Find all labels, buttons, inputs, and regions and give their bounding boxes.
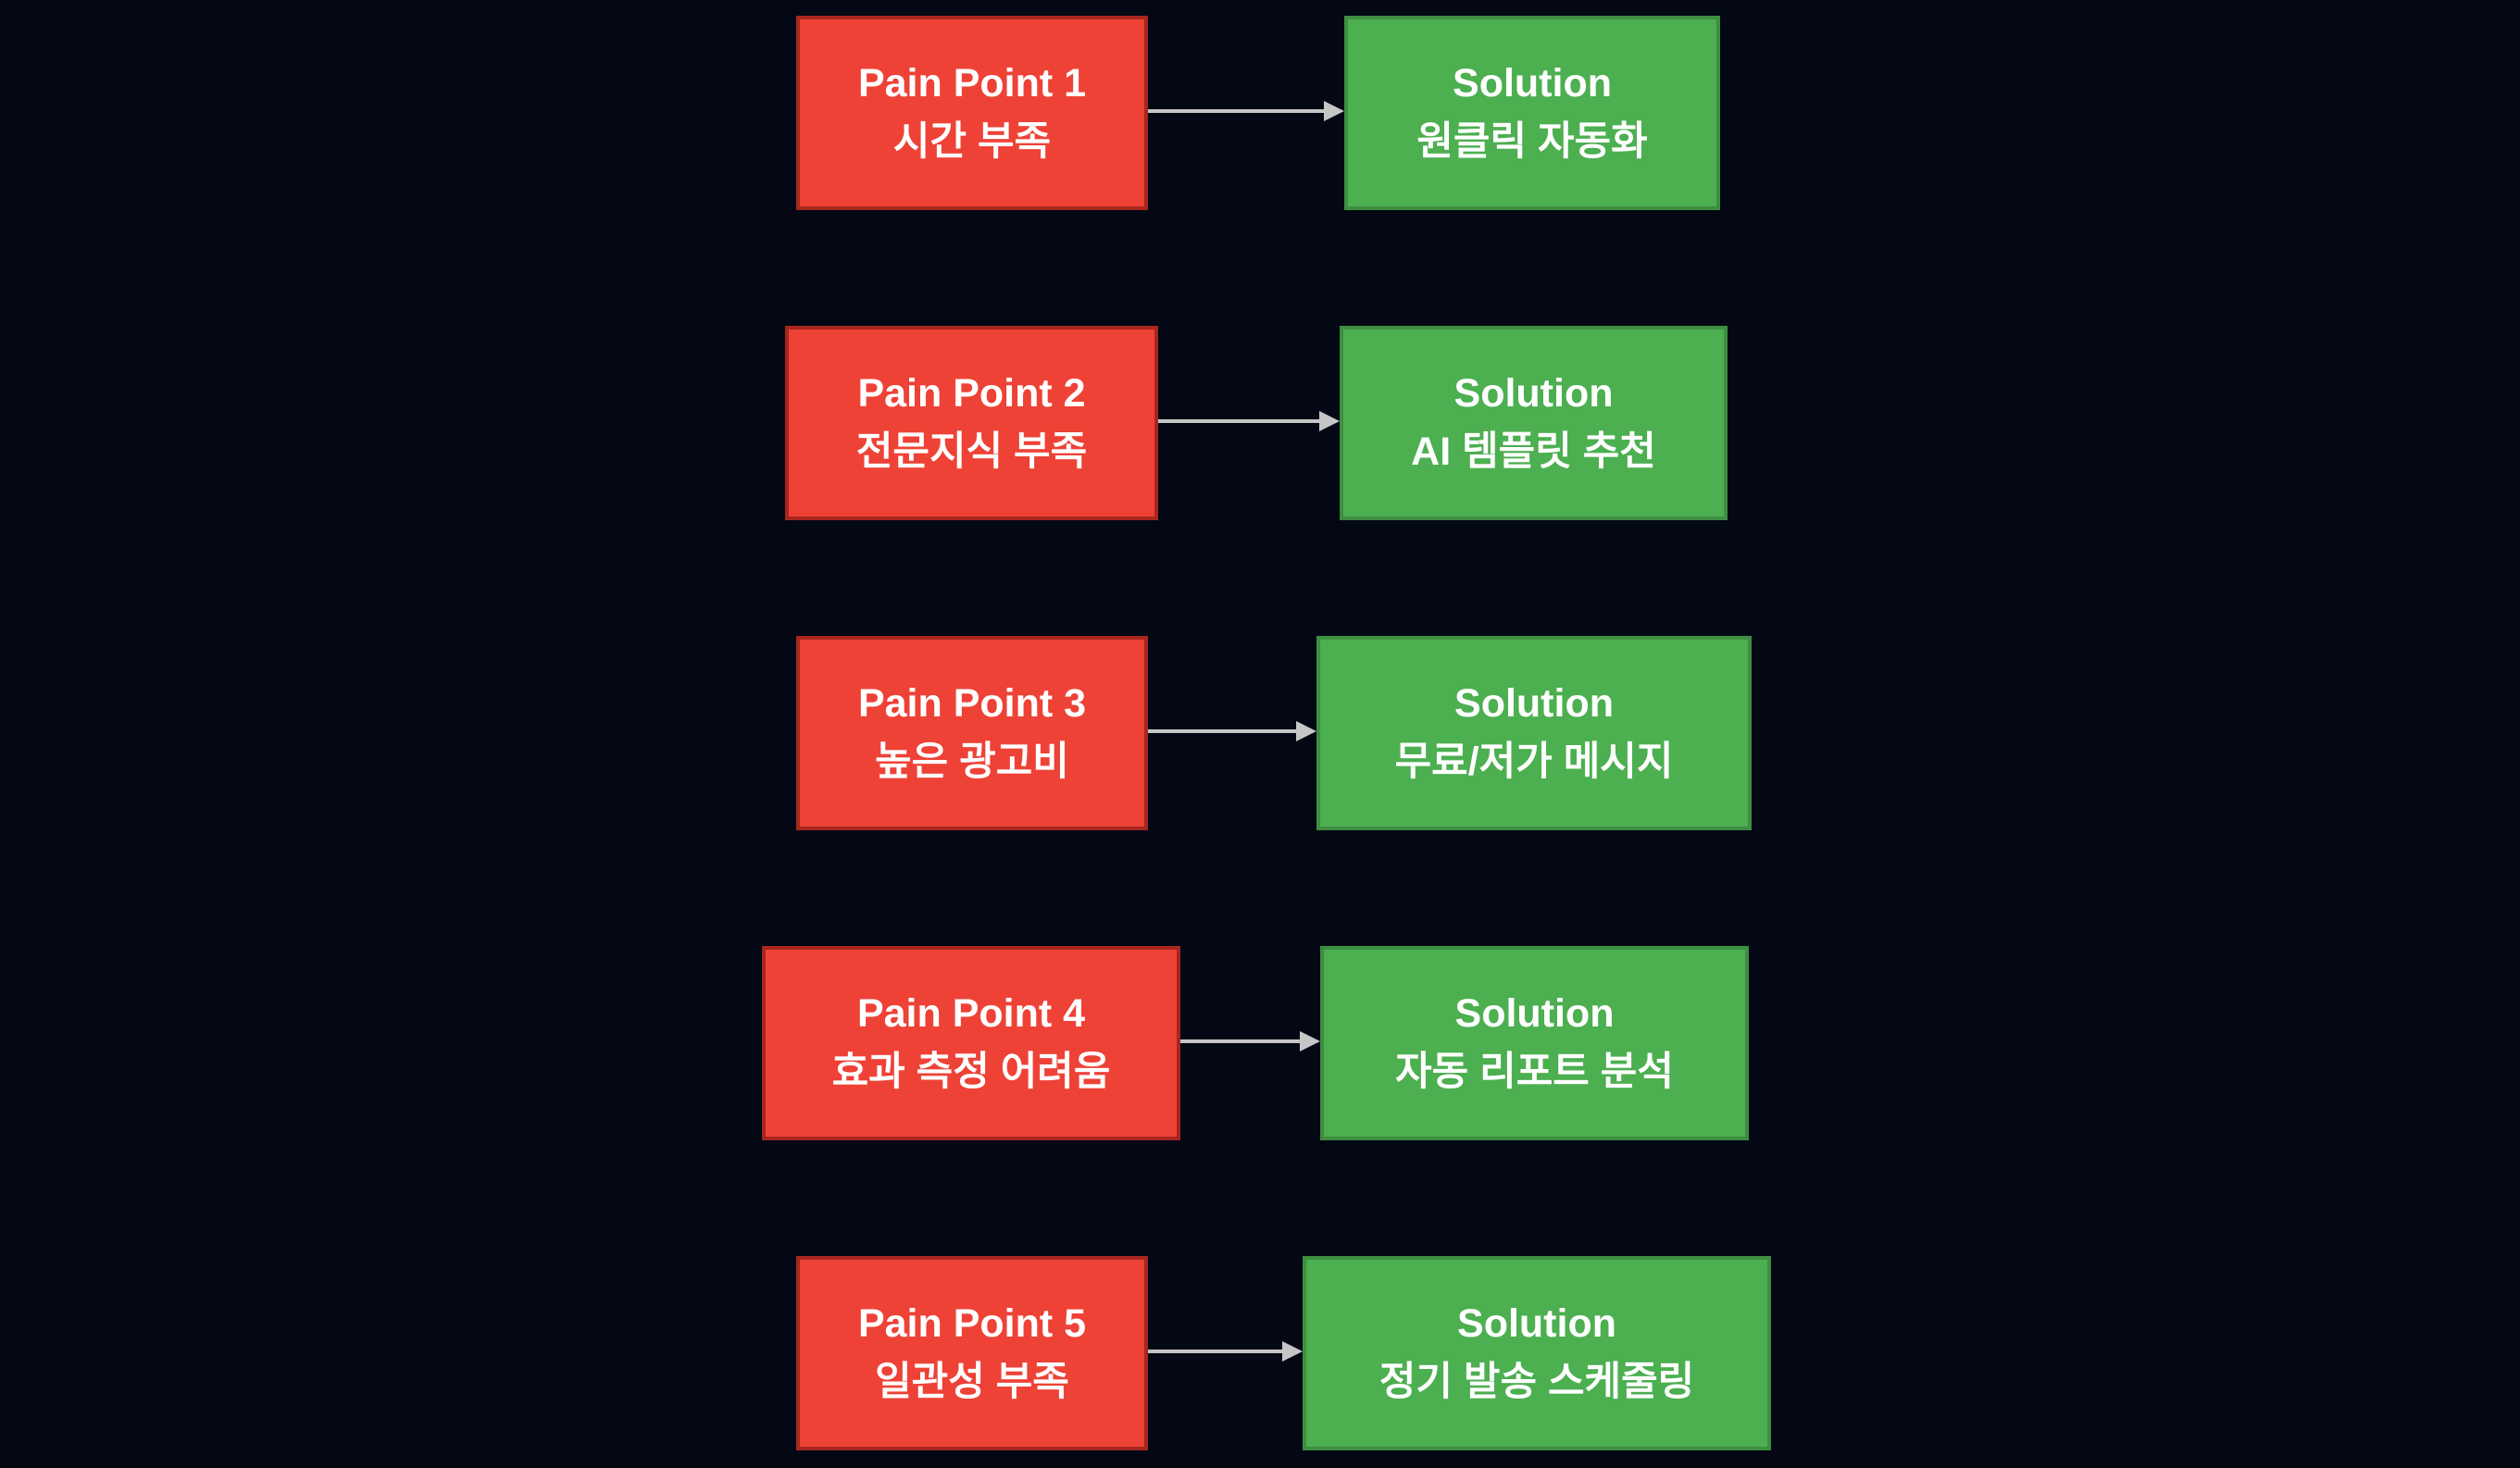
arrowhead-icon xyxy=(1319,411,1340,431)
pain-point-box-2: Pain Point 2 전문지식 부족 xyxy=(785,326,1158,520)
pain-point-subtitle: 효과 측정 어려움 xyxy=(831,1050,1111,1094)
pain-point-title: Pain Point 1 xyxy=(857,61,1087,106)
pain-point-box-5: Pain Point 5 일관성 부족 xyxy=(796,1256,1148,1450)
solution-box-2: Solution AI 템플릿 추천 xyxy=(1340,326,1728,520)
solution-subtitle: 정기 발송 스케줄링 xyxy=(1379,1360,1695,1404)
pain-point-subtitle: 시간 부족 xyxy=(892,119,1052,164)
flow-arrow-3 xyxy=(1148,721,1316,741)
solution-subtitle: 무료/저가 메시지 xyxy=(1394,740,1674,784)
flow-arrow-2 xyxy=(1158,411,1340,431)
solution-box-1: Solution 원클릭 자동화 xyxy=(1344,16,1720,210)
solution-box-4: Solution 자동 리포트 분석 xyxy=(1320,946,1749,1140)
pain-point-subtitle: 높은 광고비 xyxy=(875,740,1069,784)
solution-subtitle: AI 템플릿 추천 xyxy=(1411,429,1656,474)
solution-title: Solution xyxy=(1453,61,1612,106)
flow-arrow-5 xyxy=(1148,1341,1303,1362)
pain-point-subtitle: 일관성 부족 xyxy=(875,1360,1069,1404)
flow-arrow-1 xyxy=(1148,101,1344,121)
solution-subtitle: 자동 리포트 분석 xyxy=(1395,1050,1674,1094)
pain-point-title: Pain Point 3 xyxy=(857,681,1087,726)
solution-title: Solution xyxy=(1457,1301,1616,1346)
solution-title: Solution xyxy=(1454,681,1614,726)
solution-title: Solution xyxy=(1454,991,1615,1036)
pain-point-title: Pain Point 4 xyxy=(856,991,1086,1036)
pain-point-subtitle: 전문지식 부족 xyxy=(855,429,1088,474)
arrowhead-icon xyxy=(1282,1341,1303,1362)
solution-title: Solution xyxy=(1453,371,1614,416)
solution-box-3: Solution 무료/저가 메시지 xyxy=(1316,636,1752,830)
pain-point-title: Pain Point 2 xyxy=(857,371,1086,416)
solution-box-5: Solution 정기 발송 스케줄링 xyxy=(1303,1256,1771,1450)
pain-point-box-1: Pain Point 1 시간 부족 xyxy=(796,16,1148,210)
flow-arrow-4 xyxy=(1180,1031,1320,1051)
arrowhead-icon xyxy=(1324,101,1344,121)
pain-point-title: Pain Point 5 xyxy=(857,1301,1087,1346)
pain-point-box-4: Pain Point 4 효과 측정 어려움 xyxy=(762,946,1180,1140)
arrowhead-icon xyxy=(1300,1031,1320,1051)
pain-point-box-3: Pain Point 3 높은 광고비 xyxy=(796,636,1148,830)
solution-subtitle: 원클릭 자동화 xyxy=(1416,119,1648,164)
arrowhead-icon xyxy=(1296,721,1316,741)
